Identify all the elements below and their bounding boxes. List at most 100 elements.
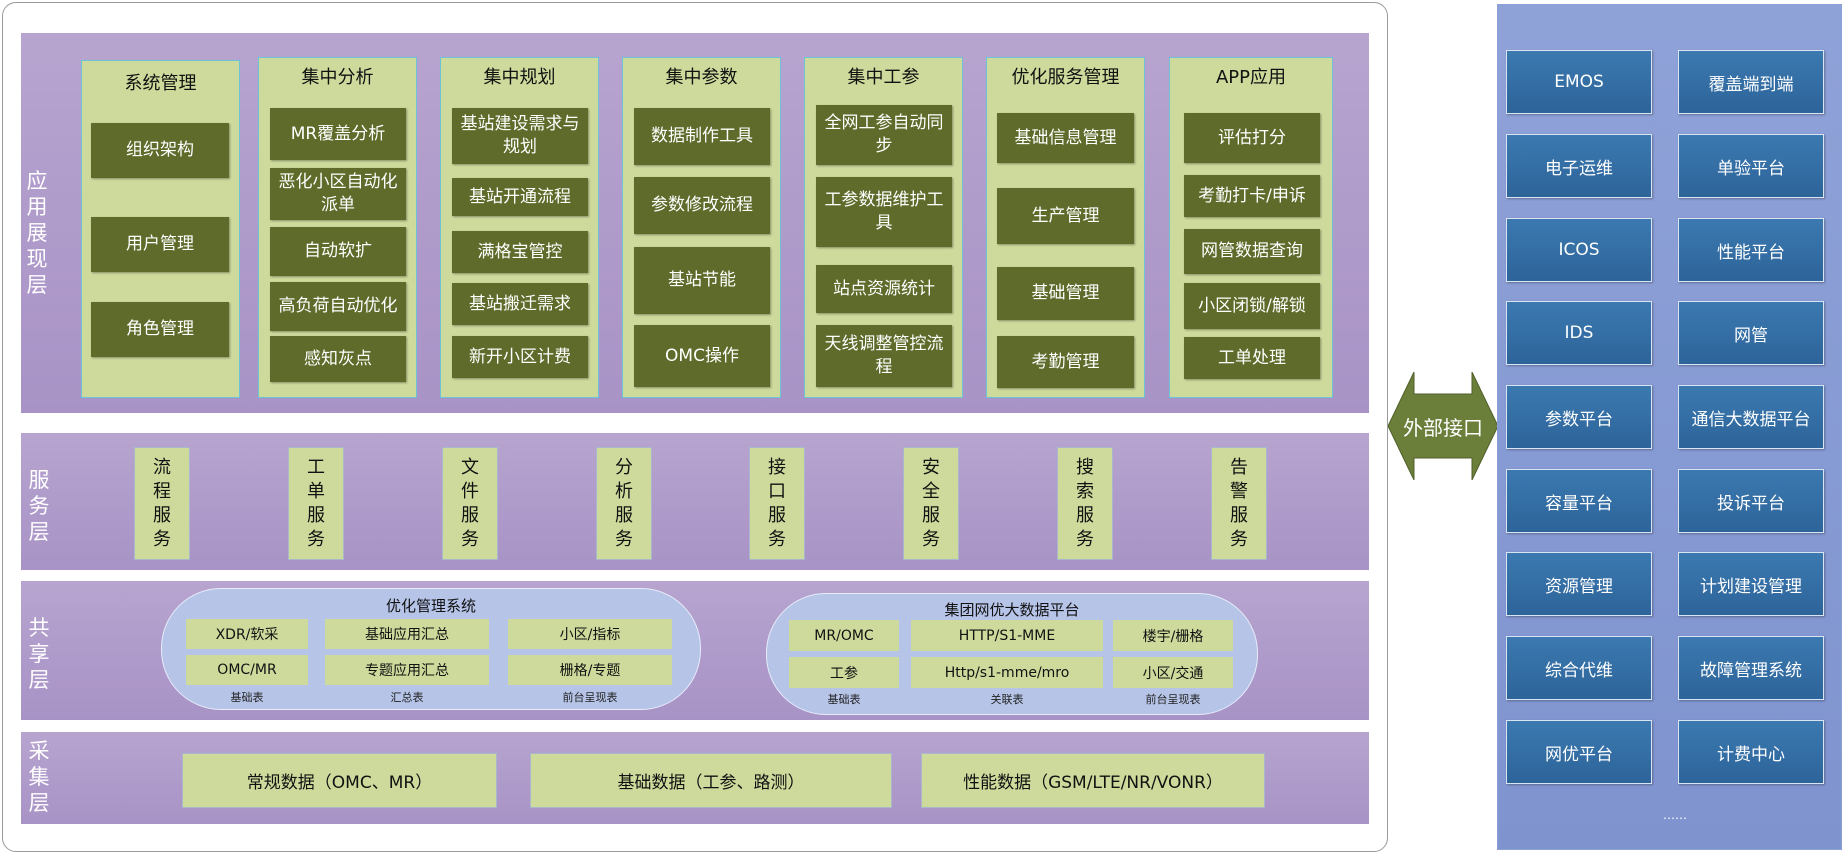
box-cell-traffic: 小区/交通 [1113, 657, 1233, 688]
item-checkin: 考勤打卡/申诉 [1184, 175, 1320, 217]
box-grid-topic: 栅格/专题 [508, 655, 672, 685]
collect-perf-data: 性能数据（GSM/LTE/NR/VONR） [921, 753, 1265, 808]
box-http-mro: Http/s1-mme/mro [911, 657, 1103, 688]
service-label: 告警服务 [1230, 456, 1248, 550]
item-basic-mgmt: 基础管理 [997, 267, 1134, 320]
column-title: 系统管理 [124, 73, 197, 94]
ext-plan-build: 计划建设管理 [1678, 552, 1824, 616]
service-analysis: 分析服务 [596, 447, 652, 560]
box-xdr: XDR/软采 [186, 619, 308, 649]
caption-basic-table: 基础表 [827, 693, 861, 706]
ext-ids: IDS [1506, 301, 1652, 365]
caption-summary-table: 汇总表 [390, 691, 424, 704]
service-work-order: 工单服务 [288, 447, 344, 560]
box-http-s1mme: HTTP/S1-MME [911, 620, 1103, 651]
box-building-grid: 楼宇/栅格 [1113, 620, 1233, 651]
item-org: 组织架构 [91, 123, 229, 178]
column-title: 优化服务管理 [1011, 67, 1120, 88]
ext-integrated-maint: 综合代维 [1506, 636, 1652, 700]
more-ellipsis: …… [1663, 808, 1687, 822]
ext-complaint-platform: 投诉平台 [1678, 469, 1824, 533]
box-mr-omc: MR/OMC [789, 620, 899, 651]
item-auto-sync: 全网工参自动同步 [816, 105, 952, 165]
caption-frontend-table: 前台呈现表 [562, 691, 618, 704]
caption-frontend-table: 前台呈现表 [1145, 693, 1201, 706]
ext-fault-mgmt: 故障管理系统 [1678, 636, 1824, 700]
item-site-opening: 基站开通流程 [452, 178, 588, 216]
bigdata-title: 集团网优大数据平台 [944, 601, 1080, 619]
caption-basic-table: 基础表 [230, 691, 264, 704]
item-auto-expand: 自动软扩 [270, 227, 406, 276]
service-search: 搜索服务 [1057, 447, 1113, 560]
item-param-change: 参数修改流程 [634, 177, 770, 234]
caption-relation-table: 关联表 [990, 693, 1024, 706]
service-file: 文件服务 [442, 447, 498, 560]
ext-e-maint: 电子运维 [1506, 134, 1652, 198]
collect-regular-data: 常规数据（OMC、MR） [182, 753, 497, 808]
item-new-cell-billing: 新开小区计费 [452, 336, 588, 378]
service-alarm: 告警服务 [1211, 447, 1267, 560]
item-degraded-cell: 恶化小区自动化派单 [270, 168, 406, 220]
item-omc-ops: OMC操作 [634, 325, 770, 387]
box-topic-summary: 专题应用汇总 [325, 655, 489, 685]
item-maint-tool: 工参数据维护工具 [816, 177, 952, 247]
service-label: 文件服务 [461, 456, 479, 550]
item-site-stats: 站点资源统计 [816, 265, 952, 313]
service-label: 安全服务 [922, 456, 940, 550]
opt-mgmt-title: 优化管理系统 [385, 597, 476, 615]
ext-coverage-e2e: 覆盖端到端 [1678, 50, 1824, 114]
column-title: 集中分析 [301, 67, 374, 88]
ext-billing-center: 计费中心 [1678, 720, 1824, 784]
item-energy-save: 基站节能 [634, 247, 770, 314]
item-role-mgmt: 角色管理 [91, 302, 229, 357]
collect-layer-title: 采集层 [28, 739, 50, 815]
box-basic-summary: 基础应用汇总 [325, 619, 489, 649]
item-work-order: 工单处理 [1184, 337, 1320, 379]
item-antenna-flow: 天线调整管控流程 [816, 325, 952, 387]
item-high-load: 高负荷自动优化 [270, 282, 406, 331]
external-interface-label: 外部接口 [1403, 416, 1483, 440]
column-title: 集中规划 [483, 67, 556, 88]
app-layer-title: 应用展现层 [26, 169, 48, 297]
ext-param-platform: 参数平台 [1506, 385, 1652, 449]
ext-telecom-bigdata: 通信大数据平台 [1678, 385, 1824, 449]
item-nms-query: 网管数据查询 [1184, 229, 1320, 274]
ext-nms: 网管 [1678, 301, 1824, 365]
item-cell-lock: 小区闭锁/解锁 [1184, 283, 1320, 329]
item-site-demand: 基站建设需求与规划 [452, 108, 588, 164]
item-mr-coverage: MR覆盖分析 [270, 108, 406, 160]
item-mangebao: 满格宝管控 [452, 231, 588, 273]
box-omc-mr: OMC/MR [186, 655, 308, 685]
column-title: 集中工参 [847, 67, 920, 88]
service-label: 接口服务 [768, 456, 786, 550]
shared-layer-title: 共享层 [28, 616, 50, 692]
opt-mgmt-system [161, 588, 701, 710]
service-label: 分析服务 [615, 456, 633, 550]
item-data-tool: 数据制作工具 [634, 108, 770, 165]
service-label: 流程服务 [153, 456, 171, 550]
item-scoring: 评估打分 [1184, 113, 1320, 163]
item-attendance: 考勤管理 [997, 336, 1134, 388]
group-bigdata-platform [766, 593, 1258, 715]
ext-perf-platform: 性能平台 [1678, 218, 1824, 282]
collect-basic-data: 基础数据（工参、路测） [530, 753, 892, 808]
box-engparam: 工参 [789, 657, 899, 688]
service-security: 安全服务 [903, 447, 959, 560]
ext-resource-mgmt: 资源管理 [1506, 552, 1652, 616]
item-user-mgmt: 用户管理 [91, 217, 229, 272]
double-arrow-icon [1388, 372, 1498, 480]
ext-netopt-platform: 网优平台 [1506, 720, 1652, 784]
box-cell-kpi: 小区/指标 [508, 619, 672, 649]
item-grey-points: 感知灰点 [270, 336, 406, 382]
ext-capacity-platform: 容量平台 [1506, 469, 1652, 533]
service-label: 搜索服务 [1076, 456, 1094, 550]
ext-icos: ICOS [1506, 218, 1652, 282]
item-basic-info: 基础信息管理 [997, 113, 1134, 163]
item-production: 生产管理 [997, 188, 1134, 244]
column-title: 集中参数 [665, 67, 738, 88]
service-layer [21, 433, 1369, 570]
service-interface: 接口服务 [749, 447, 805, 560]
item-site-relocation: 基站搬迁需求 [452, 283, 588, 325]
service-layer-title: 服务层 [28, 468, 50, 544]
column-title: APP应用 [1215, 67, 1287, 88]
